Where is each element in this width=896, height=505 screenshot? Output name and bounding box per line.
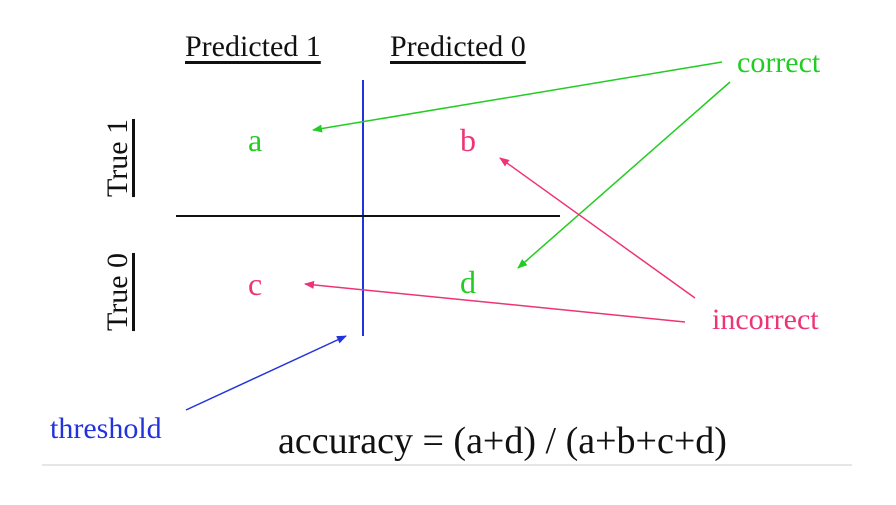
accuracy-formula: accuracy = (a+d) / (a+b+c+d) — [278, 420, 727, 462]
row-header-true-1: True 1 — [101, 118, 134, 198]
threshold-label: threshold — [50, 412, 162, 445]
correct-to-a-arrow — [312, 61, 723, 133]
cell-a: a — [248, 122, 263, 158]
cell-c: c — [248, 266, 263, 302]
column-header-predicted-0: Predicted 0 — [390, 30, 526, 63]
column-header-predicted-1: Predicted 1 — [185, 30, 321, 63]
threshold-arrow — [185, 335, 347, 411]
incorrect-to-b-arrow — [499, 157, 696, 299]
incorrect-to-c-arrow — [304, 280, 686, 323]
cell-b: b — [460, 122, 476, 158]
row-header-true-0: True 0 — [101, 252, 134, 332]
correct-to-d-arrow — [517, 81, 731, 269]
cell-d: d — [460, 264, 476, 300]
incorrect-label: incorrect — [712, 303, 819, 336]
correct-label: correct — [737, 46, 821, 79]
